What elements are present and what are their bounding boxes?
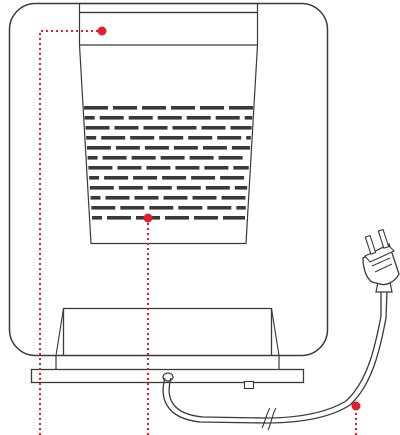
vent-slot	[87, 156, 98, 160]
vent-slot	[220, 176, 245, 180]
callout-dot-power-cord	[351, 401, 361, 411]
vent-slot	[229, 106, 253, 110]
vent-slot	[207, 206, 232, 210]
vent-slot	[236, 206, 246, 210]
vent-slot	[105, 196, 130, 200]
vent-slot	[107, 216, 131, 220]
vent-slot	[234, 186, 248, 190]
power-cord-inner	[168, 291, 382, 419]
vent-slot	[246, 136, 251, 140]
base-plate-joint	[55, 355, 280, 370]
vent-slot	[149, 206, 174, 210]
vent-slot	[178, 206, 203, 210]
vent-slot	[102, 156, 127, 160]
vent-slot	[92, 216, 102, 220]
vent-slot	[104, 176, 129, 180]
vent-slot	[194, 216, 218, 220]
vent-slot	[172, 126, 197, 130]
vent-slot	[89, 186, 114, 190]
vent-grille	[84, 106, 253, 220]
stand-neck-inner-right	[270, 308, 280, 356]
vent-slot	[120, 206, 145, 210]
vent-slot	[201, 126, 226, 130]
vent-slot	[143, 126, 168, 130]
callout-power-cord	[351, 401, 361, 435]
callout-dot-top-panel	[97, 26, 107, 36]
callout-top-panel	[39, 26, 107, 435]
vent-slot	[217, 136, 242, 140]
vent-slot	[101, 136, 126, 140]
power-cord-break	[261, 407, 277, 431]
vent-slot	[144, 146, 169, 150]
vent-slot	[147, 186, 172, 190]
vent-slot	[205, 186, 230, 190]
callout-dot-vent-grille	[143, 213, 153, 223]
plug-prong-left	[364, 234, 377, 255]
vent-slot	[189, 156, 214, 160]
vent-slot	[204, 166, 229, 170]
plug-grip-line	[371, 257, 391, 267]
vent-slot	[191, 176, 216, 180]
vent-slot	[91, 206, 116, 210]
vent-slot	[134, 196, 159, 200]
vent-slot	[85, 126, 110, 130]
vent-slot	[113, 106, 137, 110]
vent-slot	[221, 196, 246, 200]
vent-slot	[163, 196, 188, 200]
vent-slot	[157, 116, 182, 120]
power-cord-outer	[162, 290, 388, 424]
vent-slot	[200, 106, 224, 110]
vent-slot	[84, 106, 108, 110]
vent-slot	[117, 166, 142, 170]
vent-slot	[86, 136, 97, 140]
vent-slot	[233, 166, 249, 170]
vent-slot	[130, 136, 155, 140]
stand-neck-inner-left	[55, 308, 65, 356]
vent-slot	[118, 186, 143, 190]
vent-slot	[188, 136, 213, 140]
stand-neck	[62, 307, 273, 356]
vent-slot	[84, 116, 95, 120]
power-plug	[362, 228, 400, 293]
vent-slot	[231, 146, 251, 150]
vent-slot	[86, 146, 111, 150]
vent-slot	[223, 216, 245, 220]
vent-slot	[133, 176, 158, 180]
plug-prong-right	[377, 228, 390, 249]
vent-slot	[131, 156, 156, 160]
vent-slot	[162, 176, 187, 180]
plug-face	[364, 244, 395, 263]
vent-slot	[173, 146, 198, 150]
vent-slot	[88, 166, 113, 170]
vent-slot	[146, 166, 171, 170]
vent-slot	[244, 116, 253, 120]
callout-vent-grille	[143, 213, 153, 435]
vent-slot	[99, 116, 124, 120]
vent-slot	[128, 116, 153, 120]
vent-slot	[175, 166, 200, 170]
vent-slot	[171, 106, 195, 110]
base-switch	[243, 380, 255, 390]
vent-slot	[160, 156, 185, 160]
vent-slot	[202, 146, 227, 150]
vent-slot	[176, 186, 201, 190]
vent-slot	[230, 126, 252, 130]
vent-slot	[89, 176, 100, 180]
vent-slot	[218, 156, 243, 160]
vent-slot	[142, 106, 166, 110]
plug-grip-line-2	[374, 263, 393, 273]
vent-slot	[115, 146, 140, 150]
vent-slot	[90, 196, 101, 200]
vent-slot	[165, 216, 189, 220]
vent-slot	[192, 196, 217, 200]
vent-slot	[114, 126, 139, 130]
vent-slot	[215, 116, 240, 120]
vent-slot	[186, 116, 211, 120]
vent-slot	[159, 136, 184, 140]
